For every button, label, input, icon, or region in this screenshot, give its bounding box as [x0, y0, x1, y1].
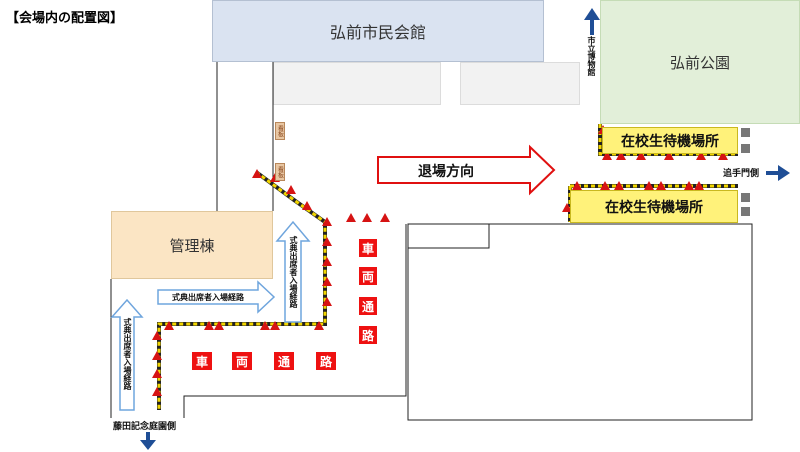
civic-hall-label: 弘前市民会館	[329, 23, 426, 42]
exit-direction-arrow	[377, 144, 556, 196]
entry-route-left-label: 式典出席者入場経路	[123, 318, 132, 390]
park-label: 弘前公園	[669, 53, 730, 72]
museum-label: 市立博物館	[587, 36, 596, 76]
admin-building: 管理棟	[111, 211, 273, 279]
right-arrow-icon	[766, 165, 790, 181]
waiting-area-1-label: 在校生待機場所	[621, 133, 719, 150]
vehicle-road-char: 車	[359, 239, 377, 257]
sign-board: 看板	[275, 122, 285, 140]
vehicle-road-char: 車	[192, 352, 212, 370]
grey-marker	[741, 128, 750, 137]
admin-label: 管理棟	[169, 236, 215, 255]
grey-marker	[741, 207, 750, 216]
vehicle-road-char: 両	[359, 267, 377, 285]
grey-marker	[741, 144, 750, 153]
entry-arrow-left	[110, 298, 144, 411]
fujita-side-label: 藤田記念庭園側	[113, 422, 177, 432]
grey-area-right	[460, 62, 580, 105]
civic-hall-building: 弘前市民会館	[212, 0, 544, 62]
page-title: 【会場内の配置図】	[6, 11, 124, 26]
entry-route-horizontal-label: 式典出席者入場経路	[172, 293, 244, 302]
sign-board: 看板	[275, 163, 285, 181]
vehicle-road-char: 路	[359, 326, 377, 344]
vehicle-road-char: 通	[274, 352, 294, 370]
entry-arrow-center	[275, 220, 311, 323]
vehicle-road-char: 両	[232, 352, 252, 370]
vehicle-road-char: 通	[359, 297, 377, 315]
exit-direction-label: 退場方向	[418, 164, 474, 180]
waiting-area-1: 在校生待機場所	[602, 127, 738, 154]
waiting-area-2: 在校生待機場所	[570, 190, 738, 223]
entry-route-center-label: 式典出席者入場経路	[289, 236, 298, 308]
grey-area-left	[273, 62, 441, 105]
waiting-area-2-label: 在校生待機場所	[605, 199, 703, 216]
entry-arrow-horizontal	[157, 280, 276, 314]
otemon-side-label: 追手門側	[723, 169, 760, 179]
vehicle-road-char: 路	[316, 352, 336, 370]
up-arrow-icon	[584, 8, 600, 35]
grey-marker	[741, 193, 750, 202]
down-arrow-icon	[140, 432, 156, 450]
park-area: 弘前公園	[600, 0, 800, 124]
